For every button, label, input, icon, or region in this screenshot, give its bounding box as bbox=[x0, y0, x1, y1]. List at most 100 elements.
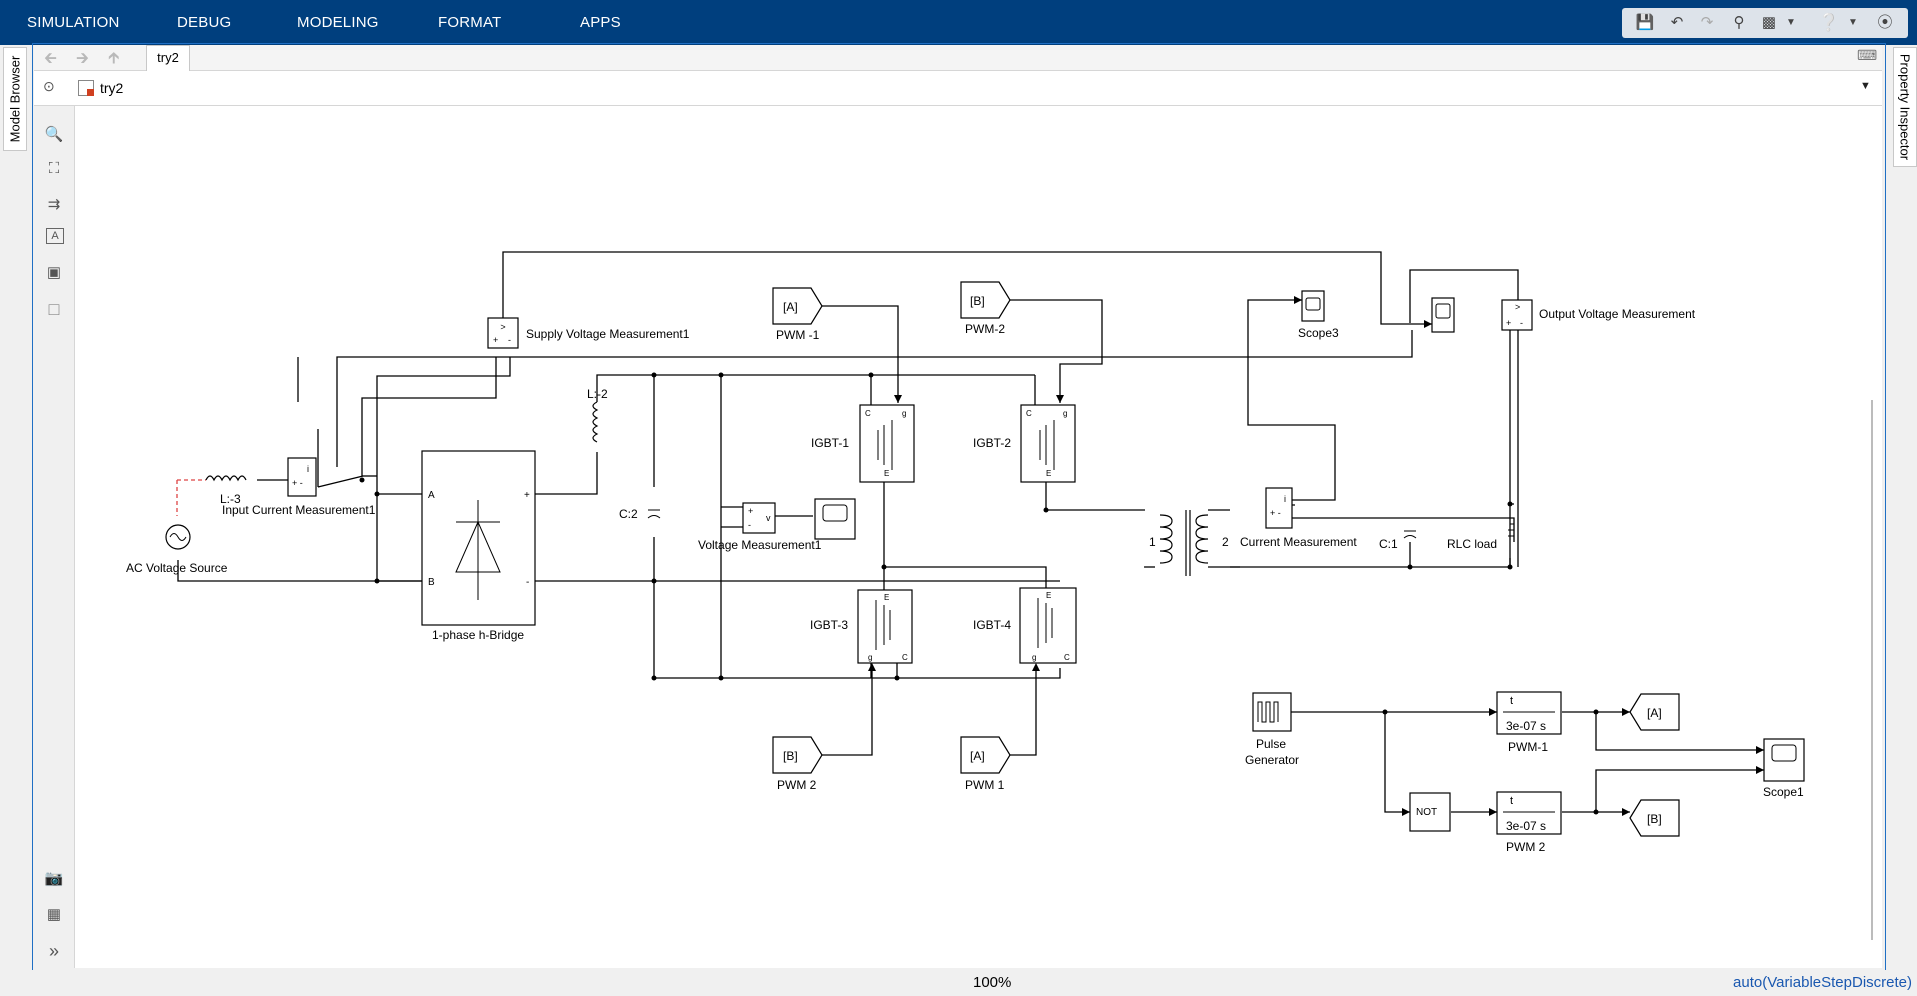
supply-voltage-measurement-block[interactable]: > +- Supply Voltage Measurement1 bbox=[487, 317, 690, 349]
igbt-3-block[interactable]: E g C IGBT-3 bbox=[810, 589, 913, 664]
svg-text:B: B bbox=[428, 577, 435, 588]
back-icon[interactable]: 🡰 bbox=[44, 50, 57, 67]
svg-text:1: 1 bbox=[1149, 535, 1156, 549]
rlc-load-block[interactable]: RLC load bbox=[1447, 523, 1514, 551]
svg-text:PWM-2: PWM-2 bbox=[965, 322, 1005, 336]
svg-text:IGBT-4: IGBT-4 bbox=[973, 618, 1011, 632]
property-icon[interactable]: ▦ bbox=[46, 906, 62, 923]
output-scope-block[interactable] bbox=[1431, 297, 1455, 333]
svg-text:[A]: [A] bbox=[783, 300, 798, 314]
tab-simulation[interactable]: SIMULATION bbox=[27, 14, 120, 31]
model-browser-tab[interactable]: Model Browser bbox=[3, 47, 27, 151]
camera-icon[interactable]: 📷 bbox=[44, 870, 64, 887]
goto-tag-b[interactable]: [B] bbox=[1629, 799, 1680, 837]
document-tab[interactable]: try2 bbox=[146, 45, 190, 71]
breadcrumb[interactable]: try2 bbox=[100, 80, 124, 96]
inductor-l3[interactable]: L:-3 bbox=[205, 475, 247, 506]
svg-text:E: E bbox=[1046, 469, 1051, 478]
transport-delay-b[interactable]: t 3e-07 s PWM 2 bbox=[1496, 791, 1562, 854]
svg-text:IGBT-3: IGBT-3 bbox=[810, 618, 848, 632]
collapse-ribbon-icon[interactable]: ⦿ bbox=[1877, 14, 1893, 31]
from-tag-pwm-neg1[interactable]: [A] PWM -1 bbox=[772, 287, 823, 342]
l3-label: L:-3 bbox=[220, 492, 241, 506]
tab-modeling[interactable]: MODELING bbox=[297, 14, 379, 31]
svg-text:g: g bbox=[1063, 409, 1067, 418]
compare-icon[interactable]: ▩ bbox=[1761, 14, 1777, 31]
block-diagram: > +- Supply Voltage Measurement1 i + - I… bbox=[126, 251, 1873, 940]
save-icon[interactable]: 💾 bbox=[1635, 14, 1655, 31]
svg-text:+: + bbox=[748, 506, 753, 516]
from-tag-pwm1[interactable]: [A] PWM 1 bbox=[960, 736, 1011, 792]
current-measurement-block[interactable]: i + - Current Measurement bbox=[1240, 487, 1357, 549]
scope3-block[interactable]: Scope3 bbox=[1298, 290, 1339, 340]
expand-palette-icon[interactable]: » bbox=[48, 941, 59, 961]
right-panel-strip bbox=[1884, 45, 1917, 980]
svg-text:PWM 2: PWM 2 bbox=[1506, 840, 1546, 854]
annotation-icon[interactable]: A bbox=[46, 228, 64, 244]
svg-text:[A]: [A] bbox=[1647, 706, 1662, 720]
from-tag-pwm-m2[interactable]: [B] PWM-2 bbox=[960, 281, 1011, 336]
property-inspector-tab[interactable]: Property Inspector bbox=[1893, 47, 1917, 167]
address-bar: ⊙ try2 ▼ bbox=[34, 71, 1882, 106]
svg-text:>: > bbox=[500, 322, 505, 332]
svg-text:+: + bbox=[493, 335, 498, 345]
inductor-l2[interactable]: L:-2 bbox=[587, 387, 608, 443]
redo-icon[interactable]: ↷ bbox=[1700, 14, 1714, 31]
svg-text:g: g bbox=[1032, 653, 1036, 662]
h-bridge-block[interactable]: A B + - 1-phase h-Bridge bbox=[421, 450, 536, 642]
igbt-2-block[interactable]: C g E IGBT-2 bbox=[973, 404, 1076, 483]
not-gate-block[interactable]: NOT bbox=[1409, 792, 1451, 832]
svg-text:g: g bbox=[868, 653, 872, 662]
signal-routing-icon[interactable]: ⇉ bbox=[47, 196, 61, 213]
voltage-measurement1-block[interactable]: v +- Voltage Measurement1 bbox=[698, 502, 822, 552]
pulse-generator-block[interactable]: Pulse Generator bbox=[1245, 692, 1299, 767]
help-menu-chevron-icon[interactable]: ▼ bbox=[1848, 17, 1858, 28]
image-icon[interactable]: ▣ bbox=[46, 264, 62, 281]
solver-indicator[interactable]: auto(VariableStepDiscrete) bbox=[1733, 974, 1912, 991]
area-icon[interactable]: □ bbox=[48, 299, 60, 319]
from-tag-pwm2[interactable]: [B] PWM 2 bbox=[772, 736, 823, 792]
svg-text:3e-07 s: 3e-07 s bbox=[1506, 819, 1546, 833]
hide-explorer-bar-icon[interactable]: ⊙ bbox=[43, 78, 55, 94]
scope1-block[interactable]: Scope1 bbox=[1763, 738, 1805, 799]
transport-delay-a[interactable]: t 3e-07 s PWM-1 bbox=[1496, 691, 1562, 754]
input-current-measurement-block[interactable]: i + - Input Current Measurement1 bbox=[222, 457, 376, 517]
svg-text:Pulse: Pulse bbox=[1256, 737, 1286, 751]
input-cm-label: Input Current Measurement1 bbox=[222, 503, 376, 517]
igbt-4-block[interactable]: E g C IGBT-4 bbox=[973, 587, 1077, 664]
svg-text:-: - bbox=[748, 520, 751, 530]
tab-format[interactable]: FORMAT bbox=[438, 14, 502, 31]
help-icon[interactable]: ❔ bbox=[1818, 13, 1840, 32]
voltage-scope-block[interactable] bbox=[814, 498, 856, 540]
left-panel-strip bbox=[0, 45, 30, 980]
line-ovm-top bbox=[1409, 269, 1519, 323]
tab-apps[interactable]: APPS bbox=[580, 14, 621, 31]
up-icon[interactable]: 🡱 bbox=[108, 50, 120, 67]
svg-text:IGBT-2: IGBT-2 bbox=[973, 436, 1011, 450]
goto-tag-a[interactable]: [A] bbox=[1629, 693, 1680, 731]
svg-text:C:2: C:2 bbox=[619, 507, 638, 521]
output-voltage-measurement-block[interactable]: > +- Output Voltage Measurement bbox=[1501, 299, 1696, 331]
undo-icon[interactable]: ↶ bbox=[1670, 14, 1684, 31]
breadcrumb-dropdown-icon[interactable]: ▼ bbox=[1860, 80, 1871, 92]
svg-text:>: > bbox=[1515, 302, 1520, 312]
hide-explorer-icon[interactable]: ⌨ bbox=[1857, 47, 1878, 63]
zoom-level[interactable]: 100% bbox=[973, 974, 1012, 991]
capacitor-c2[interactable]: C:2 bbox=[619, 507, 661, 521]
tab-debug[interactable]: DEBUG bbox=[177, 14, 232, 31]
transformer-block[interactable]: 1 2 bbox=[1149, 510, 1229, 576]
tool-palette: 🔍 ⛶ ⇉ A ▣ □ 📷 ▦ » bbox=[34, 106, 75, 968]
find-icon[interactable]: ⚲ bbox=[1733, 14, 1745, 31]
h-bridge-label: 1-phase h-Bridge bbox=[432, 628, 524, 642]
capacitor-c1[interactable]: C:1 bbox=[1379, 530, 1417, 551]
svg-text:E: E bbox=[884, 593, 889, 602]
ac-voltage-source-block[interactable]: AC Voltage Source bbox=[126, 524, 228, 575]
igbt-1-block[interactable]: C g E IGBT-1 bbox=[811, 404, 915, 483]
forward-icon[interactable]: 🡲 bbox=[76, 50, 89, 67]
chevron-down-icon[interactable]: ▼ bbox=[1786, 17, 1796, 28]
zoom-icon[interactable]: 🔍 bbox=[44, 126, 64, 143]
svg-text:v: v bbox=[766, 513, 771, 523]
fit-to-view-icon[interactable]: ⛶ bbox=[48, 160, 60, 177]
svg-text:+: + bbox=[1506, 318, 1511, 328]
model-canvas[interactable]: > +- Supply Voltage Measurement1 i + - I… bbox=[75, 106, 1882, 968]
